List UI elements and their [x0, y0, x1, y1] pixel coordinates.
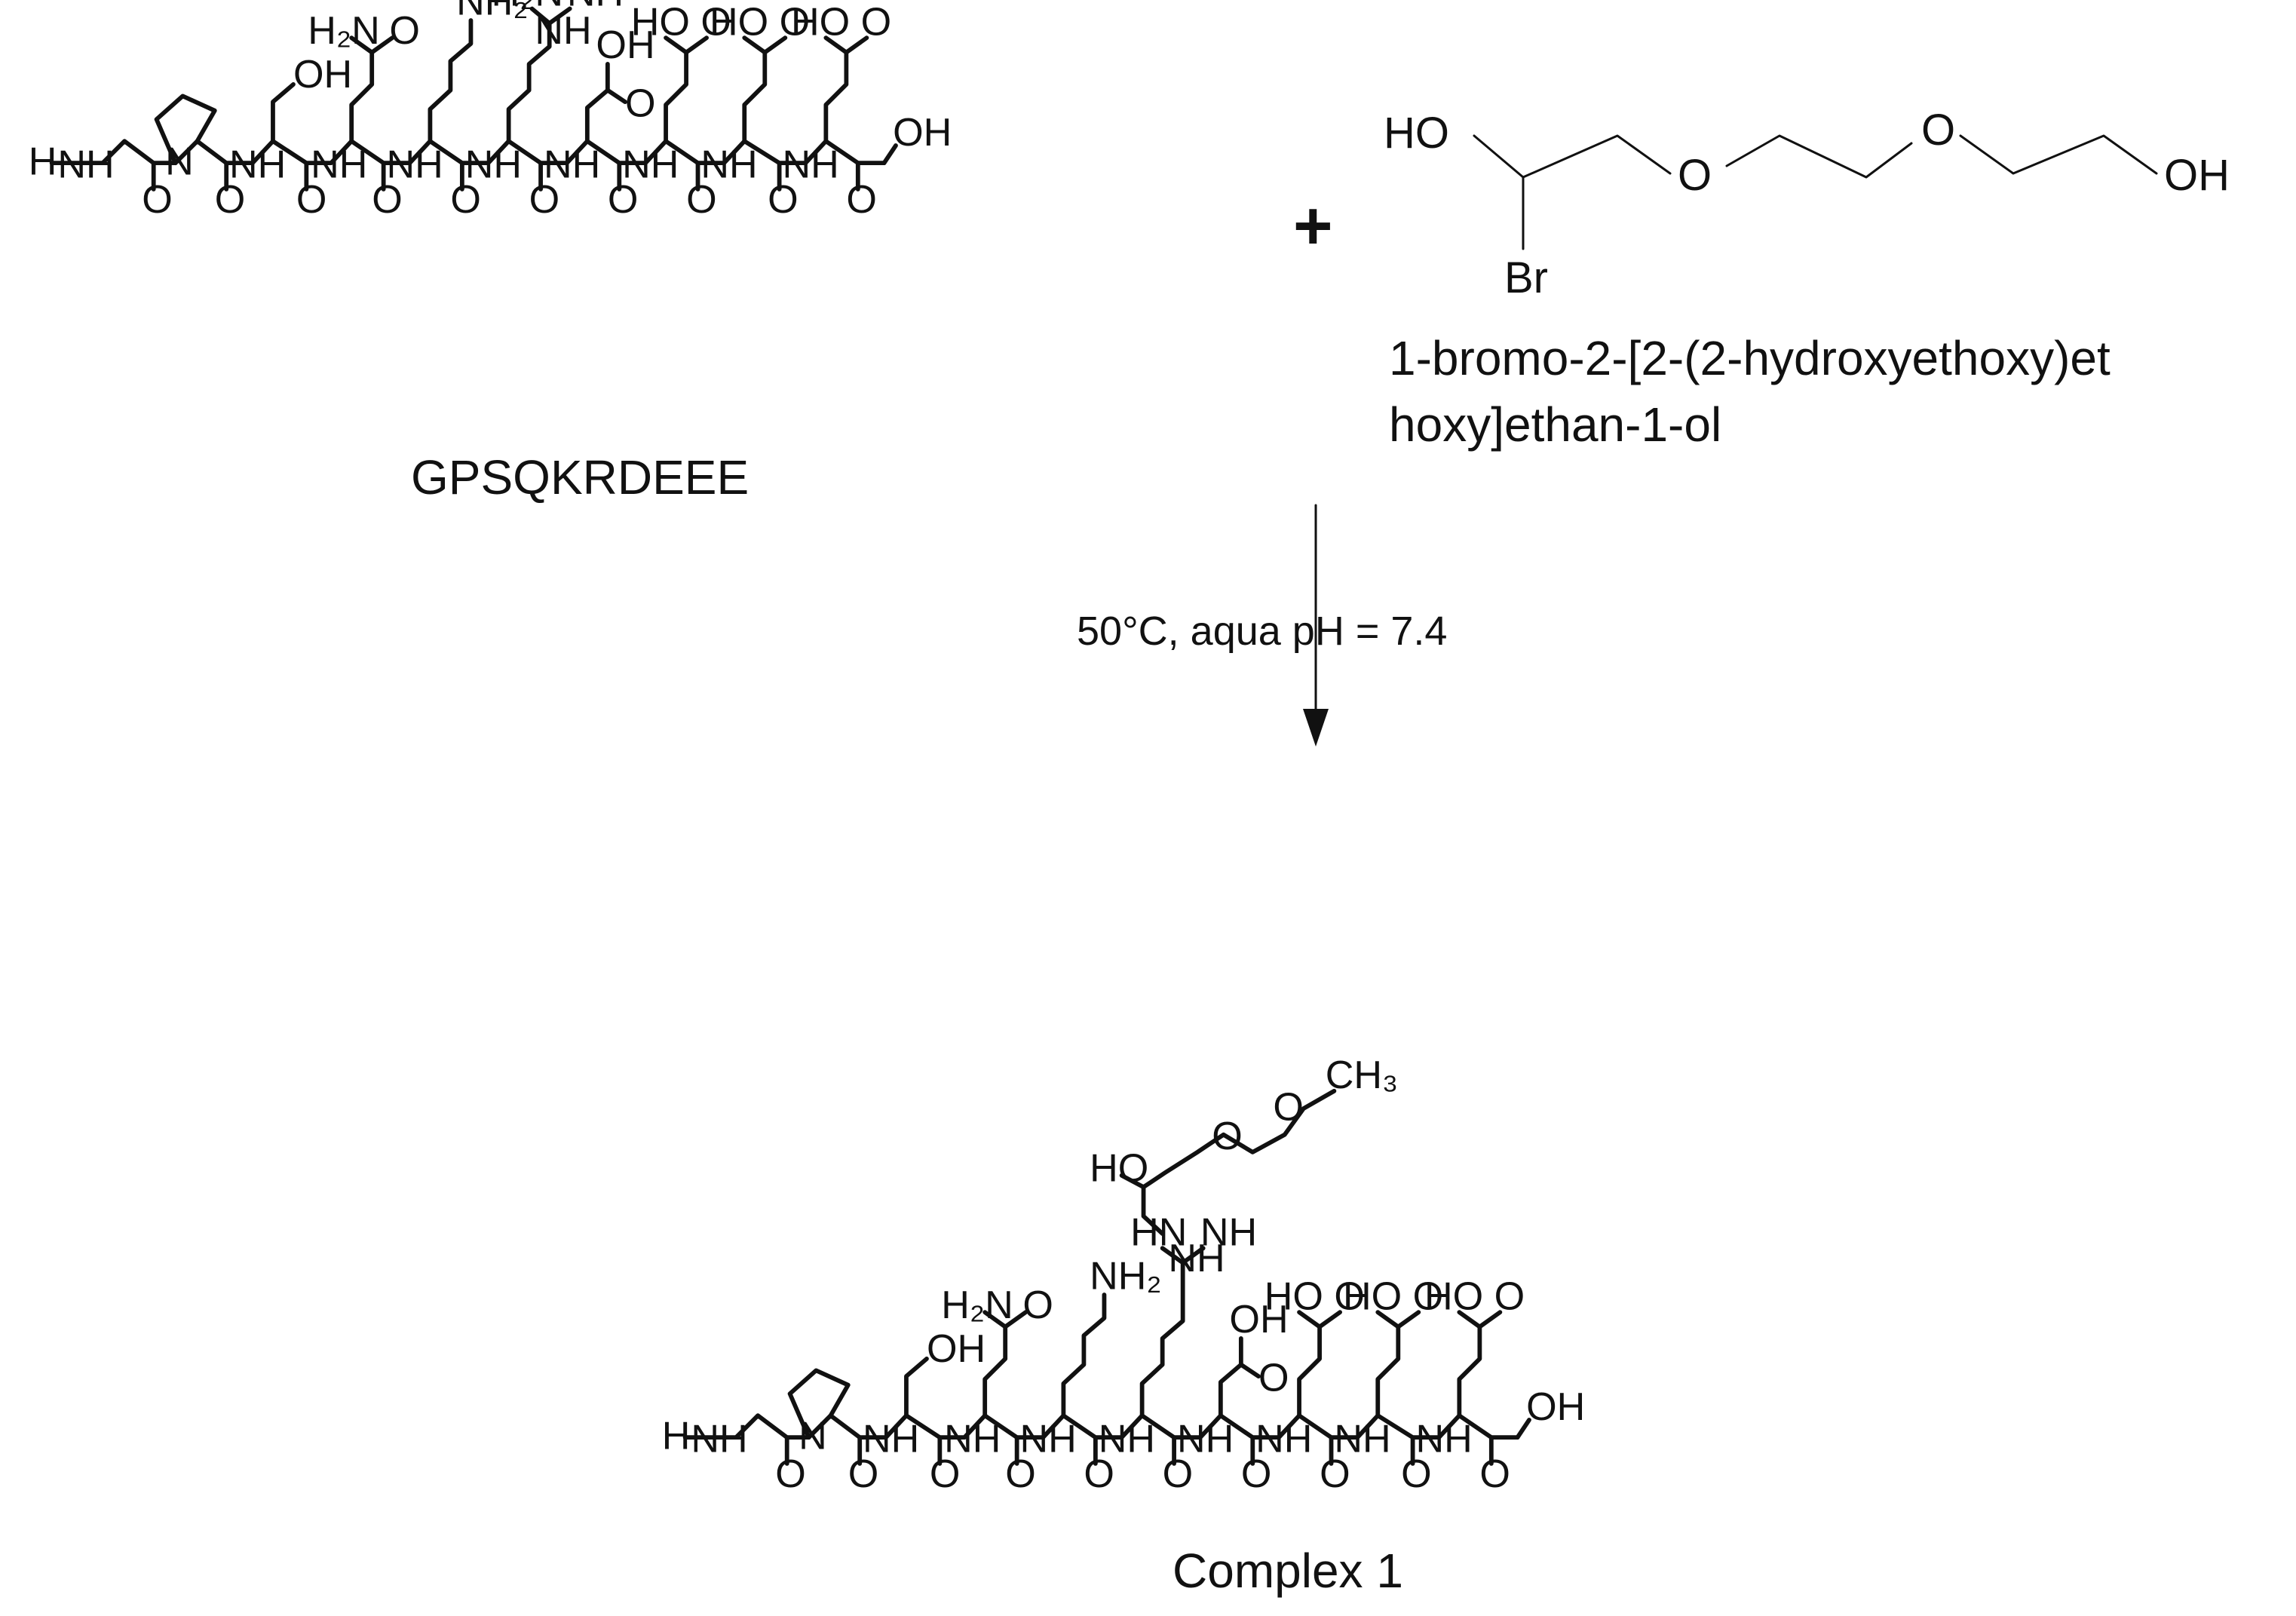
product-name: Complex 1: [1173, 1544, 1403, 1598]
amine-nh-label: NH: [57, 143, 114, 186]
glutamate-ho-label: HO: [1343, 1274, 1402, 1318]
carbonyl-o-label: O: [848, 1452, 879, 1496]
carbonyl-o-label: O: [529, 178, 560, 222]
carbonyl-o-label: O: [1084, 1452, 1114, 1496]
carbonyl-o-label: O: [1320, 1452, 1350, 1496]
glutamine-o-label: O: [1022, 1283, 1053, 1327]
arginine-h2n-label: H₂N: [491, 0, 563, 15]
carbonyl-o-label: O: [775, 1452, 806, 1496]
product-structure: H NH N O O O O O O O O O O NH NH NH NH N…: [662, 1053, 1586, 1496]
aspartate-oh-label: OH: [596, 23, 654, 67]
carbonyl-o-label: O: [930, 1452, 961, 1496]
amide-nh-label: NH: [544, 143, 600, 186]
reagent-structure: HO O O OH Br: [1384, 106, 2230, 302]
glutamine-amide-label: H₂N: [941, 1283, 1013, 1327]
carbonyl-o-label: O: [450, 178, 481, 222]
c-terminal-oh-label: OH: [893, 111, 952, 155]
product-ho-label: HO: [1090, 1146, 1148, 1190]
amide-nh-label: NH: [1255, 1417, 1312, 1461]
amide-nh-label: NH: [944, 1417, 1001, 1461]
glutamate-o-label: O: [1494, 1274, 1525, 1318]
reagent-ho-label: HO: [1384, 109, 1449, 158]
glutamate-o-label: O: [861, 0, 892, 44]
glutamine-o-label: O: [389, 9, 420, 53]
reagent-name-line1: 1-bromo-2-[2-(2-hydroxyethoxy)et: [1389, 331, 2111, 385]
carbonyl-o-label: O: [686, 178, 717, 222]
carbonyl-o-label: O: [215, 178, 246, 222]
plus-sign: +: [1293, 189, 1333, 264]
arginine-imine-label: NH: [567, 0, 624, 15]
reagent-o-label: O: [1678, 151, 1712, 200]
peptide-name: GPSQKRDEEE: [411, 450, 749, 504]
amide-nh-label: NH: [622, 143, 679, 186]
glutamate-ho-label: HO: [791, 0, 850, 44]
amide-nh-label: NH: [1177, 1417, 1234, 1461]
carbonyl-o-label: O: [1005, 1452, 1036, 1496]
amide-nh-label: NH: [229, 143, 286, 186]
amide-nh-label: NH: [311, 143, 367, 186]
reagent-o-label: O: [1921, 106, 1955, 155]
carbonyl-o-label: O: [768, 178, 799, 222]
glutamate-ho-label: HO: [631, 0, 690, 44]
aspartate-oh-label: OH: [1229, 1298, 1288, 1342]
amide-nh-label: NH: [1020, 1417, 1077, 1461]
amide-nh-label: NH: [1415, 1417, 1472, 1461]
carbonyl-o-label: O: [1401, 1452, 1432, 1496]
product-ether-o-label: O: [1212, 1115, 1243, 1158]
glutamate-ho-label: HO: [1264, 1274, 1323, 1318]
c-terminal-oh-label: OH: [1526, 1385, 1585, 1429]
carbonyl-o-label: O: [608, 178, 639, 222]
amide-nh-label: NH: [1334, 1417, 1390, 1461]
reagent-oh-label: OH: [2164, 151, 2230, 200]
reaction-arrow: [1303, 504, 1329, 747]
carbonyl-o-label: O: [372, 178, 403, 222]
arginine-hn-label: HN: [1130, 1210, 1187, 1254]
product-ether-o-label: O: [1273, 1085, 1304, 1129]
product-ch3-label: CH₃: [1326, 1053, 1398, 1097]
serine-oh-label: OH: [293, 53, 352, 97]
carbonyl-o-label: O: [1163, 1452, 1194, 1496]
amide-nh-label: NH: [387, 143, 443, 186]
carbonyl-o-label: O: [142, 178, 173, 222]
lysine-amine-label: NH₂: [1090, 1254, 1162, 1298]
amide-nh-label: NH: [700, 143, 757, 186]
arginine-nh-label: NH: [1168, 1237, 1225, 1280]
peptide-structure: H NH N O O O O O O O O O O NH NH NH NH N…: [29, 0, 952, 222]
amide-nh-label: NH: [782, 143, 838, 186]
glutamate-ho-label: HO: [1424, 1274, 1483, 1318]
terminal-h-label: H: [662, 1415, 691, 1458]
amide-nh-label: NH: [1099, 1417, 1155, 1461]
reaction-conditions: 50°C, aqua pH = 7.4: [1077, 609, 1447, 654]
carbonyl-o-label: O: [1241, 1452, 1272, 1496]
glutamate-o-label: O: [1413, 1274, 1444, 1318]
proline-n-label: N: [165, 140, 194, 184]
reagent-br-label: Br: [1504, 253, 1548, 302]
glutamate-o-label: O: [700, 0, 731, 44]
carbonyl-o-label: O: [1479, 1452, 1510, 1496]
proline-n-label: N: [799, 1415, 827, 1458]
carbonyl-o-label: O: [846, 178, 877, 222]
lysine-amine-label: NH₂: [456, 0, 529, 23]
amide-nh-label: NH: [465, 143, 522, 186]
arginine-nh-label: NH: [535, 9, 591, 53]
arginine-imine-label: NH: [1200, 1210, 1257, 1254]
aspartate-o-label: O: [625, 81, 656, 125]
glutamate-o-label: O: [1334, 1274, 1365, 1318]
aspartate-o-label: O: [1258, 1356, 1289, 1400]
glutamate-ho-label: HO: [710, 0, 768, 44]
amine-nh-label: NH: [691, 1417, 747, 1461]
glutamine-amide-label: H₂N: [308, 9, 380, 53]
terminal-h-label: H: [29, 140, 57, 184]
glutamate-o-label: O: [780, 0, 811, 44]
serine-oh-label: OH: [927, 1327, 986, 1371]
carbonyl-o-label: O: [296, 178, 327, 222]
reagent-name-line2: hoxy]ethan-1-ol: [1389, 397, 1721, 452]
amide-nh-label: NH: [863, 1417, 919, 1461]
